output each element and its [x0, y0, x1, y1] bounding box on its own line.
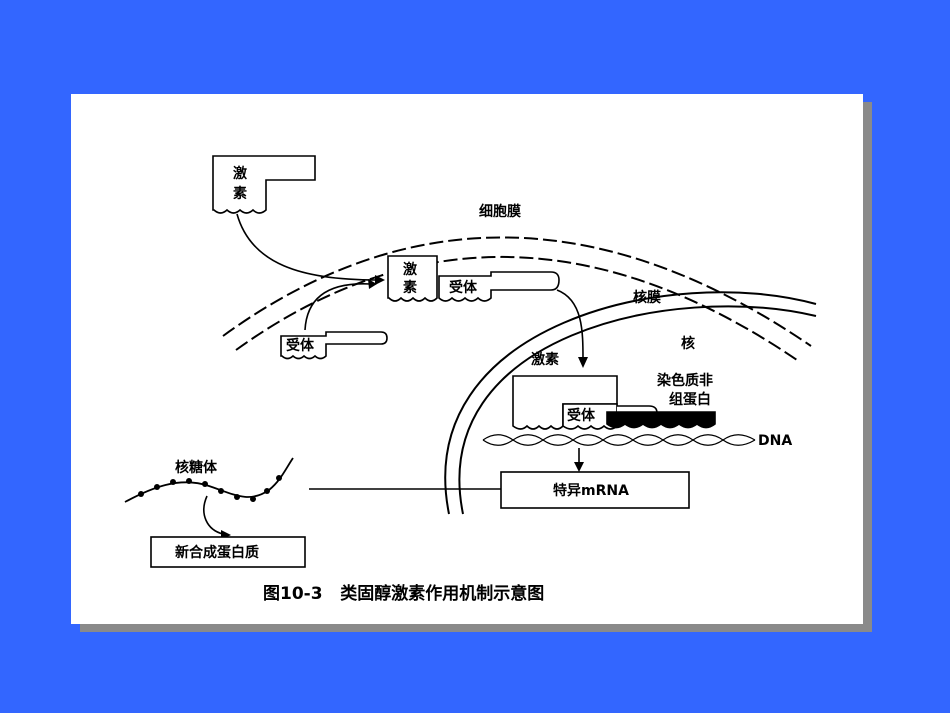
new-protein-box: [150, 536, 306, 568]
receptor-complex-shape: [438, 271, 560, 302]
translation-arrow: [203, 495, 224, 535]
nuclear-entry-arrow: [556, 289, 584, 361]
dna-label: DNA: [758, 433, 792, 449]
receptor-free-label: 受体: [286, 337, 315, 354]
hormone-entry-arrow: [236, 213, 378, 281]
dna-strand-b: [482, 434, 756, 446]
hormone-complex-label-2: 素: [403, 279, 417, 296]
steroid-mechanism-diagram: 细胞膜 核膜 核 激 素 受体 激 素 受体 激素 受体 染色质非 组蛋白 DN…: [124, 155, 817, 604]
mrna-label: 特异mRNA: [553, 482, 629, 499]
hormone-complex-label-1: 激: [403, 261, 417, 278]
chromatin-protein-label-1: 染色质非: [657, 372, 713, 389]
mrna-box: [500, 471, 690, 509]
figure-caption: 图10-3 类固醇激素作用机制示意图: [263, 583, 544, 604]
figure-panel: 细胞膜 核膜 核 激 素 受体 激 素 受体 激素 受体 染色质非 组蛋白 DN…: [71, 94, 863, 624]
nuclear-membrane-label: 核膜: [633, 289, 661, 306]
transcription-arrowhead: [574, 462, 584, 472]
hormone-outside-shape: [212, 155, 316, 214]
hormone-complex-shape: [387, 255, 438, 302]
new-protein-label: 新合成蛋白质: [175, 544, 259, 561]
ribosome-beads: [138, 475, 282, 502]
receptor-nucleus-shape: [562, 403, 618, 430]
hormone-nucleus-label: 激素: [531, 351, 559, 368]
cell-membrane-outer: [222, 236, 812, 347]
hormone-outside-label-1: 激: [233, 165, 247, 182]
cell-membrane-inner: [235, 256, 798, 361]
dna-strand-a: [482, 434, 756, 446]
nuclear-membrane-outer: [444, 291, 817, 515]
hormone-outside-label-2: 素: [233, 185, 247, 202]
hormone-nucleus-shape: [512, 375, 618, 430]
receptor-binding-arrow: [304, 283, 372, 331]
ribosome-label: 核糖体: [175, 459, 218, 476]
chromatin-protein-label-2: 组蛋白: [669, 391, 711, 408]
chromatin-protein-block: [606, 411, 716, 429]
receptor-nucleus-label: 受体: [567, 407, 596, 424]
receptor-free-shape: [280, 331, 388, 360]
receptor-complex-label: 受体: [449, 279, 478, 296]
cell-membrane-label: 细胞膜: [479, 203, 521, 220]
nuclear-membrane-inner: [458, 305, 817, 515]
nucleus-label: 核: [681, 335, 695, 352]
